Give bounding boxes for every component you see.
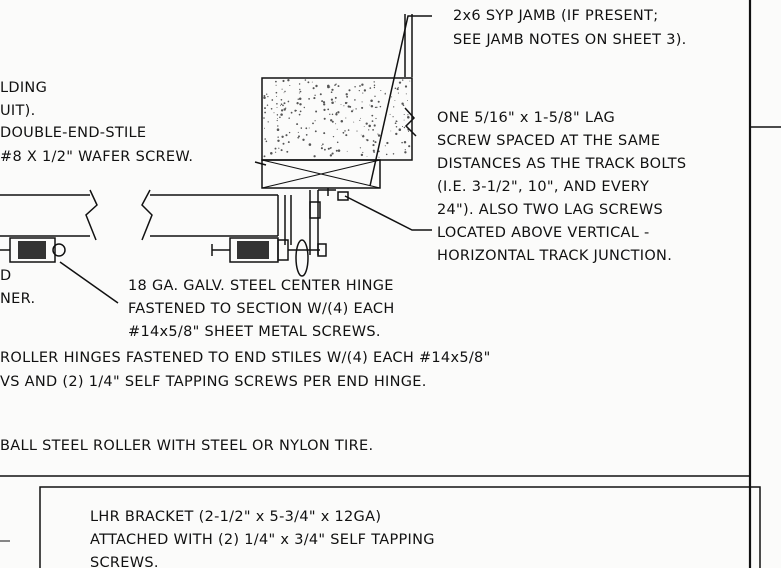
note-lag-line-4: (I.E. 3-1/2", 10", AND EVERY [437,179,649,195]
note-roller-hinges-line-2: VS AND (2) 1/4" SELF TAPPING SCREWS PER … [0,374,427,390]
note-bracket-line-1: LHR BRACKET (2-1/2" x 5-3/4" x 12GA) [90,509,381,525]
note-building-line-2: UIT). [0,103,36,119]
leader-lag [344,195,432,231]
note-left-fragment-1: D [0,268,11,284]
bracket-note-box [39,486,761,568]
leader-jamb [369,15,432,187]
note-lag-line-3: DISTANCES AS THE TRACK BOLTS [437,156,686,172]
wood-jamb [261,159,381,189]
roller-left [0,237,66,263]
note-bracket-line-3: SCREWS. [90,555,159,568]
note-left-fragment-2: NER. [0,291,35,307]
note-lag-line-5: 24"). ALSO TWO LAG SCREWS [437,202,663,218]
note-lag-line-7: HORIZONTAL TRACK JUNCTION. [437,248,672,264]
note-center-hinge-line-3: #14x5/8" SHEET METAL SCREWS. [128,324,381,340]
note-jamb-line-2: SEE JAMB NOTES ON SHEET 3). [453,32,687,48]
note-center-hinge-line-2: FASTENED TO SECTION W/(4) EACH [128,301,395,317]
note-jamb-line-1: 2x6 SYP JAMB (IF PRESENT; [453,8,658,24]
door-section [0,189,279,241]
note-bracket-line-2: ATTACHED WITH (2) 1/4" x 3/4" SELF TAPPI… [90,532,435,548]
note-stile-line-2: #8 X 1/2" WAFER SCREW. [0,149,193,165]
note-center-hinge-line-1: 18 GA. GALV. STEEL CENTER HINGE [128,278,394,294]
masonry-block [261,77,413,161]
note-roller-hinges-line-1: ROLLER HINGES FASTENED TO END STILES W/(… [0,350,491,366]
track-bracket [284,188,349,255]
break-mark [404,107,417,137]
note-lag-line-2: SCREW SPACED AT THE SAME [437,133,660,149]
note-roller: BALL STEEL ROLLER WITH STEEL OR NYLON TI… [0,438,373,454]
note-lag-line-1: ONE 5/16" x 1-5/8" LAG [437,110,615,126]
leader-center-hinge [59,261,119,304]
note-stile-line-1: DOUBLE-END-STILE [0,125,146,141]
leader-stile [254,161,267,166]
note-building-line-1: LDING [0,80,47,96]
roller-right [211,237,327,277]
note-lag-line-6: LOCATED ABOVE VERTICAL - [437,225,650,241]
